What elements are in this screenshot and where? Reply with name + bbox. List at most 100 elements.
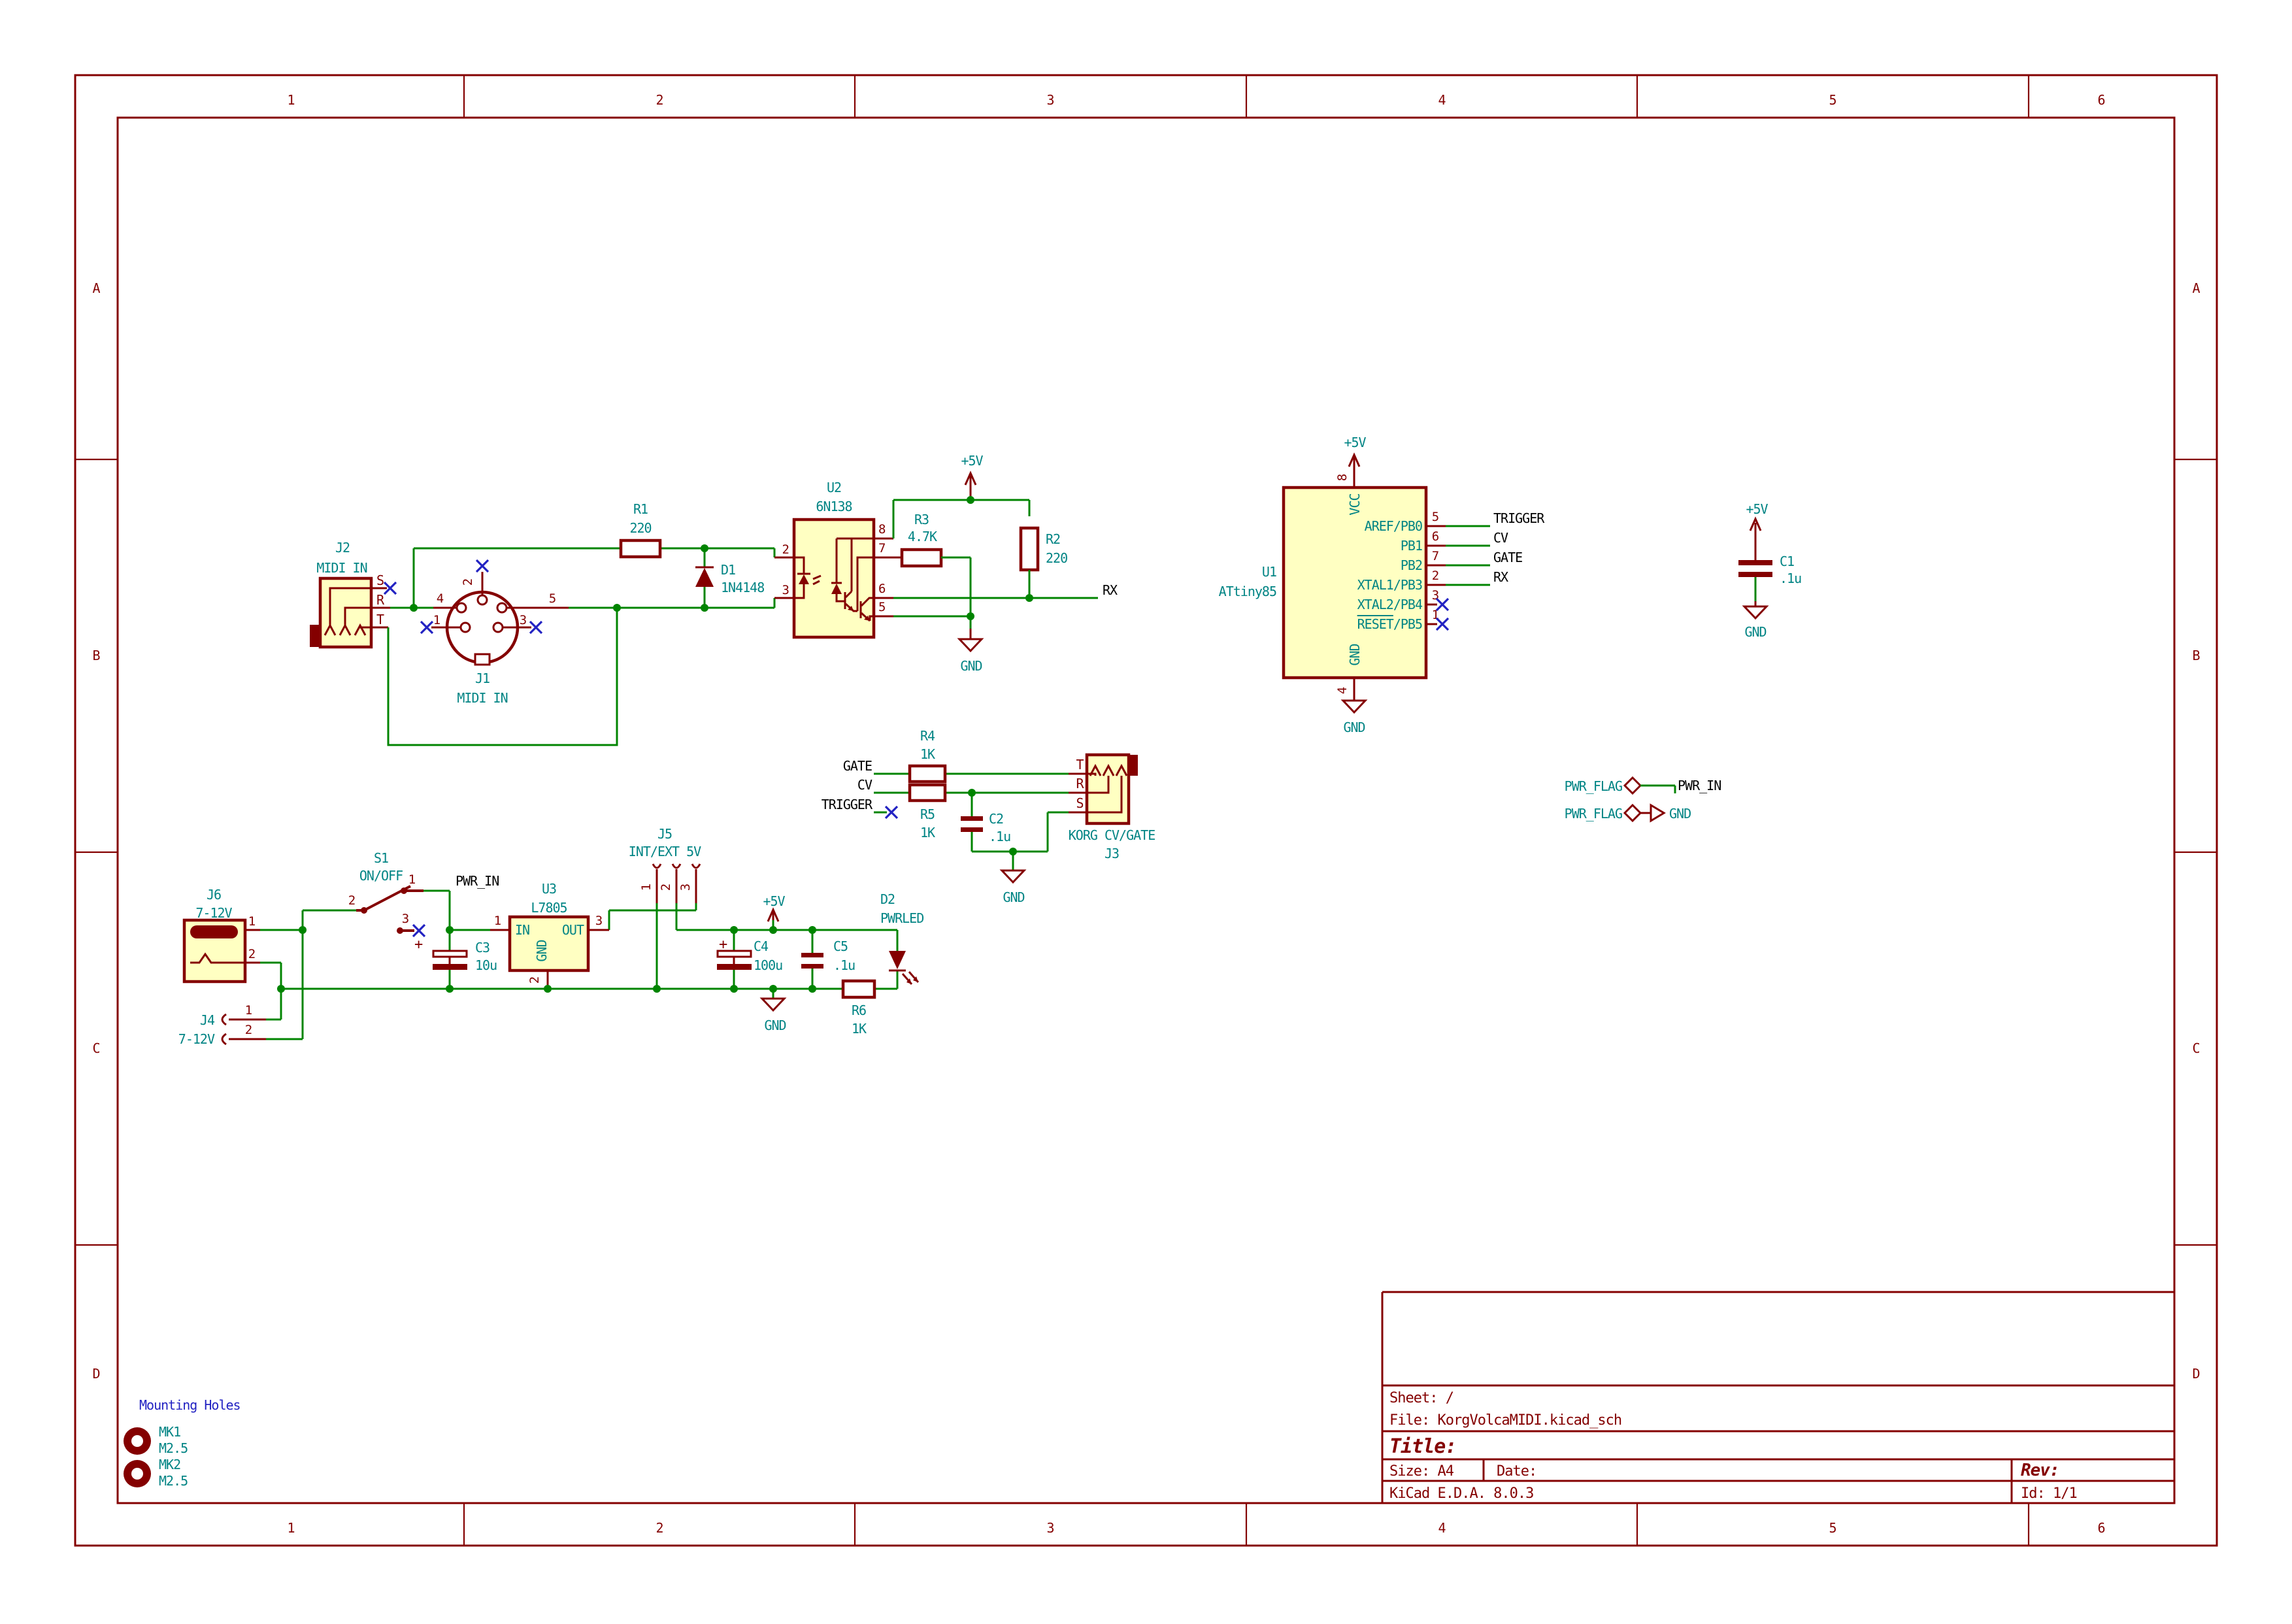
pin-number: 2 xyxy=(461,579,475,586)
power-symbol-gnd: GND xyxy=(957,629,984,674)
net-label-trigger: TRIGGER xyxy=(1493,510,1545,526)
regulator-u3: IN OUT GND 1 3 2 U3 L7805 xyxy=(490,881,609,989)
resistor-r2: R2 220 xyxy=(1019,526,1068,572)
pin-name-reset: RESET/PB5 xyxy=(1357,616,1422,632)
net-label-rx: RX xyxy=(1103,582,1118,598)
resistor-r3: R3 4.7K xyxy=(900,512,943,568)
ref-label: C4 xyxy=(754,938,769,954)
capacitor-c5: C5 .1u xyxy=(801,938,855,973)
capacitor-c2: C2 .1u xyxy=(961,793,1011,852)
frame-col-label: 3 xyxy=(1046,1520,1054,1536)
pin-number: 2 xyxy=(659,884,673,891)
midi-right-wires xyxy=(892,499,1098,629)
barrel-pin xyxy=(190,925,238,938)
no-connect-icon xyxy=(412,923,426,938)
junction-dot xyxy=(967,612,974,620)
title-block-generator: KiCad E.D.A. 8.0.3 xyxy=(1389,1485,1533,1502)
pin-label: R xyxy=(376,592,385,608)
ref-label: R3 xyxy=(914,512,929,527)
mounting-hole-mk2: MK2 M2.5 xyxy=(124,1457,188,1489)
net-label-rx: RX xyxy=(1493,569,1508,585)
frame-col-label: 4 xyxy=(1438,92,1446,108)
power-label: GND xyxy=(1003,889,1024,905)
pin-number: 3 xyxy=(678,884,693,891)
net-label-gate: GATE xyxy=(843,758,872,774)
switch-s1: 1 2 3 S1 ON/OFF xyxy=(348,850,426,938)
connector-j1: 4 5 2 1 3 J1 MIDI IN xyxy=(420,559,569,706)
title-block: Sheet: / File: KorgVolcaMIDI.kicad_sch T… xyxy=(1381,1291,2174,1503)
pin-name-in: IN xyxy=(515,922,529,938)
power-symbol-5v: +5V xyxy=(763,893,786,922)
ref-label: R4 xyxy=(920,728,935,744)
value-label: PWRLED xyxy=(880,910,923,926)
ref-label: C2 xyxy=(989,811,1003,827)
ref-label: R1 xyxy=(633,501,648,517)
pin-number: 2 xyxy=(1432,569,1438,583)
pin-label: T xyxy=(376,612,384,627)
value-label: .1u xyxy=(833,957,855,973)
din-notch xyxy=(474,653,491,666)
pin-number: 7 xyxy=(878,541,886,555)
pin-number: 4 xyxy=(1335,687,1350,694)
frame-row-label: A xyxy=(2192,280,2200,296)
frame-col-label: 1 xyxy=(287,92,294,108)
midi-input-section: S R T J2 MIDI IN 4 5 2 1 3 J1 MIDI IN xyxy=(310,453,1118,746)
junction-dot xyxy=(730,926,738,934)
ref-label: J6 xyxy=(207,887,221,903)
junction-dot xyxy=(299,926,307,934)
value-label: MIDI IN xyxy=(457,690,507,706)
ref-label: J1 xyxy=(475,671,490,686)
connector-j3: T R S KORG CV/GATE J3 xyxy=(1069,753,1155,861)
frame-row-label: B xyxy=(92,648,100,663)
value-label: M2.5 xyxy=(159,1440,188,1456)
pwr-flag-section: PWR_FLAG PWR_IN PWR_FLAG GND xyxy=(1565,776,1721,823)
connector-j4: J4 7-12V 1 2 xyxy=(178,1003,266,1047)
value-label: L7805 xyxy=(531,900,567,916)
junction-dot xyxy=(410,604,418,612)
frame-labels: 1 2 3 4 5 6 1 2 3 4 5 6 A B C D A B C D xyxy=(92,92,2201,1536)
junction-dot xyxy=(446,985,454,993)
power-label: GND xyxy=(1669,806,1691,821)
frame-row-label: B xyxy=(2192,648,2200,663)
frame-col-label: 3 xyxy=(1046,92,1054,108)
power-supply-section: 1 2 J6 7-12V J4 7-12V 1 2 1 2 3 S1 ON/OF… xyxy=(178,826,924,1047)
title-block-title-label: Title: xyxy=(1389,1435,1456,1458)
pin-label: S xyxy=(1076,795,1083,811)
pin-number: 1 xyxy=(245,1003,252,1018)
junction-dot xyxy=(277,985,285,993)
ref-label: R6 xyxy=(852,1003,866,1018)
ref-label: R2 xyxy=(1046,531,1060,547)
ref-label: U1 xyxy=(1262,564,1276,580)
value-label: 1K xyxy=(920,746,935,762)
pin-number: 3 xyxy=(520,613,527,627)
power-label: GND xyxy=(1744,624,1766,640)
pin-name: XTAL2/PB4 xyxy=(1357,597,1423,612)
value-label: KORG CV/GATE xyxy=(1069,827,1155,843)
diode-d1: D1 1N4148 xyxy=(695,562,765,595)
frame-col-label: 5 xyxy=(1829,92,1836,108)
ref-label: S1 xyxy=(374,850,388,866)
pin-number: 2 xyxy=(248,947,255,961)
frame-ticks xyxy=(75,75,2217,1546)
frame-col-label: 5 xyxy=(1829,1520,1836,1536)
jack-sleeve xyxy=(310,625,321,647)
pin-number: 1 xyxy=(639,884,654,891)
value-label: 1K xyxy=(852,1021,867,1036)
mcu-u1: U1 ATtiny85 +5V 8 VCC 4 GND GND AREF/PB0… xyxy=(1219,435,1546,735)
pin-number: 8 xyxy=(878,522,886,537)
frame-row-label: A xyxy=(92,280,100,296)
ref-label: D2 xyxy=(880,891,895,907)
resistor-r6: R6 1K xyxy=(841,979,876,1036)
ref-label: J5 xyxy=(657,826,672,842)
pin-number: 2 xyxy=(348,893,355,908)
junction-dot xyxy=(1025,594,1033,602)
jack-sleeve xyxy=(1129,755,1138,776)
frame-col-label: 2 xyxy=(656,1520,663,1536)
value-label: 7-12V xyxy=(178,1031,215,1047)
junction-dot xyxy=(653,985,661,993)
polarity-plus: + xyxy=(719,936,727,953)
pin-label: S xyxy=(376,572,384,588)
net-label-trigger: TRIGGER xyxy=(822,797,873,812)
pin-number: 2 xyxy=(245,1023,252,1037)
